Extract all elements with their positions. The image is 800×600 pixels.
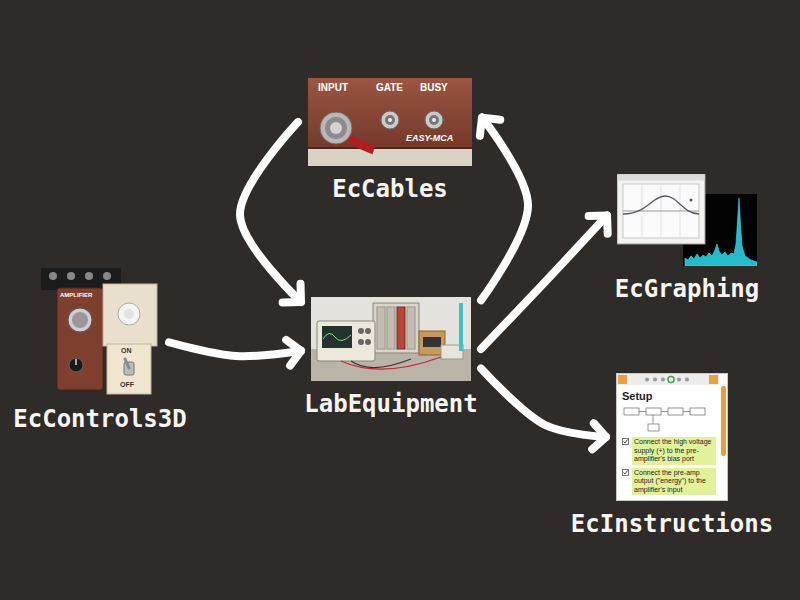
checklist-item: Connect the high voltage supply (+) to t… [632,437,716,465]
lab-bench-illustration [311,297,471,381]
module-name: EcCables [330,176,450,204]
checkbox [622,438,629,445]
cables-module: INPUT GATE BUSY EASY-MCA EcCables [308,78,472,204]
flow-arrow [481,118,528,301]
graphing-module: EcGraphing [613,174,762,304]
module-name: LabEquipment [302,391,479,419]
checklist-item: Connect the pre-amp output ("energy") to… [632,468,716,496]
flow-arrow [481,368,606,437]
switch-label: OFF [120,381,134,388]
panel-label: AMPLIFIER [60,292,92,298]
step-heading: Setup [622,390,716,402]
instructions-panel: SetupConnect the high voltage supply (+)… [616,373,728,501]
instructions-toolbar [617,374,719,385]
module-picture: SetupConnect the high voltage supply (+)… [616,373,728,501]
module-name: EcControls3D [11,406,188,434]
flow-arrow [240,122,301,302]
controls-illustration [41,268,159,396]
port-label: INPUT [318,83,348,93]
switch-label: ON [121,347,132,354]
device-name: EASY-MCA [406,134,453,143]
port-label: BUSY [420,83,448,93]
lab-equipment-module: LabEquipment [302,297,479,419]
scrollbar [721,386,726,456]
module-name: EcGraphing [613,276,762,304]
block-diagram-thumbnail [622,404,708,434]
controls-module: AMPLIFIER ON OFF EcControls3D [11,268,188,434]
graph-illustration [617,174,757,266]
module-picture: AMPLIFIER ON OFF [41,268,159,396]
module-picture [617,174,757,266]
port-label: GATE [376,83,403,93]
checkbox [622,469,629,476]
module-picture: INPUT GATE BUSY EASY-MCA [308,78,472,166]
flow-arrow [481,215,607,349]
module-picture [311,297,471,381]
instructions-module: SetupConnect the high voltage supply (+)… [569,373,775,539]
module-name: EcInstructions [569,511,775,539]
flow-arrow [169,342,301,356]
